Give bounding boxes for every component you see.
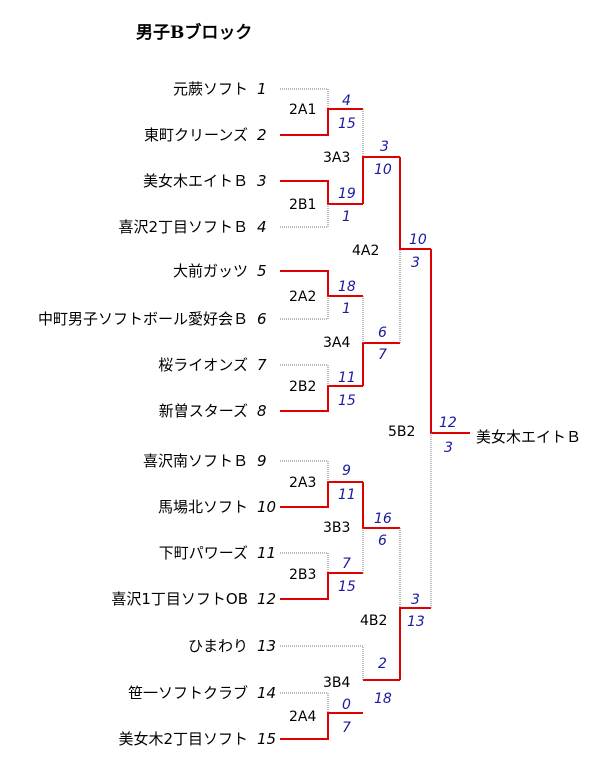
- match-id: 2A2: [289, 289, 317, 305]
- match-id: 3B3: [323, 520, 351, 536]
- score-top: 16: [374, 511, 392, 527]
- team-name: 美女木2丁目ソフト: [118, 730, 248, 748]
- team-seed: 8: [257, 402, 267, 420]
- score-top: 2: [378, 656, 387, 672]
- team-name: 美女木エイトＢ: [142, 172, 248, 190]
- match-id: 4B2: [360, 613, 388, 629]
- team-seed: 1: [257, 80, 267, 98]
- team-name: 東町クリーンズ: [144, 126, 248, 144]
- team-seed: 11: [257, 544, 277, 562]
- score-top: 12: [439, 415, 457, 431]
- match-id: 2A4: [289, 709, 317, 725]
- score-top: 4: [342, 93, 351, 109]
- team-seed: 13: [257, 637, 277, 655]
- score-top: 18: [338, 279, 356, 295]
- score-bottom: 3: [411, 255, 420, 271]
- team-seed: 4: [257, 218, 267, 236]
- team-seed: 3: [257, 172, 267, 190]
- score-bottom: 1: [342, 209, 351, 225]
- match-id: 5B2: [388, 424, 416, 440]
- score-top: 11: [338, 370, 356, 386]
- score-bottom: 13: [407, 614, 425, 630]
- team-seed: 5: [257, 262, 267, 280]
- team-name: 喜沢2丁目ソフトＢ: [118, 218, 248, 236]
- match-id: 2A3: [289, 475, 317, 491]
- score-top: 7: [342, 556, 351, 572]
- score-top: 10: [409, 232, 427, 248]
- match-id: 4A2: [352, 243, 380, 259]
- score-bottom: 1: [342, 301, 351, 317]
- team-seed: 14: [257, 684, 277, 702]
- score-bottom: 15: [338, 579, 356, 595]
- team-name: 元蕨ソフト: [172, 80, 248, 98]
- score-bottom: 7: [342, 720, 351, 736]
- team-seed: 10: [257, 498, 277, 516]
- match-id: 3B4: [323, 675, 351, 691]
- match-id: 2B3: [289, 567, 317, 583]
- team-name: 大前ガッツ: [172, 262, 248, 280]
- champion-name: 美女木エイトＢ: [476, 428, 582, 446]
- score-top: 6: [378, 325, 387, 341]
- score-bottom: 18: [374, 691, 392, 707]
- team-name: 桜ライオンズ: [158, 356, 248, 374]
- score-top: 3: [411, 592, 420, 608]
- block-title: 男子Bブロック: [136, 23, 253, 43]
- team-name: 喜沢1丁目ソフトOB: [111, 590, 248, 608]
- match-id: 2B1: [289, 197, 317, 213]
- score-bottom: 7: [378, 347, 387, 363]
- team-seed: 6: [257, 310, 267, 328]
- team-seed: 15: [257, 730, 277, 748]
- match-id: 3A4: [323, 335, 351, 351]
- score-bottom: 15: [338, 116, 356, 132]
- match-id: 3A3: [323, 150, 351, 166]
- score-bottom: 10: [374, 162, 392, 178]
- team-name: 馬場北ソフト: [157, 498, 248, 516]
- score-top: 19: [338, 186, 356, 202]
- team-name: ひまわり: [187, 637, 248, 655]
- score-bottom: 6: [378, 533, 387, 549]
- team-seed: 2: [257, 126, 267, 144]
- score-bottom: 11: [338, 487, 356, 503]
- team-name: 下町パワーズ: [158, 544, 248, 562]
- team-name: 中町男子ソフトボール愛好会Ｂ: [37, 310, 248, 328]
- team-seed: 9: [257, 452, 267, 470]
- score-top: 9: [342, 463, 351, 479]
- team-seed: 7: [257, 356, 267, 374]
- team-seed: 12: [257, 590, 277, 608]
- score-bottom: 15: [338, 393, 356, 409]
- match-id: 2B2: [289, 379, 317, 395]
- team-name: 喜沢南ソフトＢ: [142, 452, 248, 470]
- score-top: 3: [380, 139, 389, 155]
- score-bottom: 3: [444, 440, 453, 456]
- team-name: 新曽スターズ: [158, 402, 248, 420]
- match-id: 2A1: [289, 102, 317, 118]
- team-name: 笹一ソフトクラブ: [127, 684, 248, 702]
- score-top: 0: [342, 697, 351, 713]
